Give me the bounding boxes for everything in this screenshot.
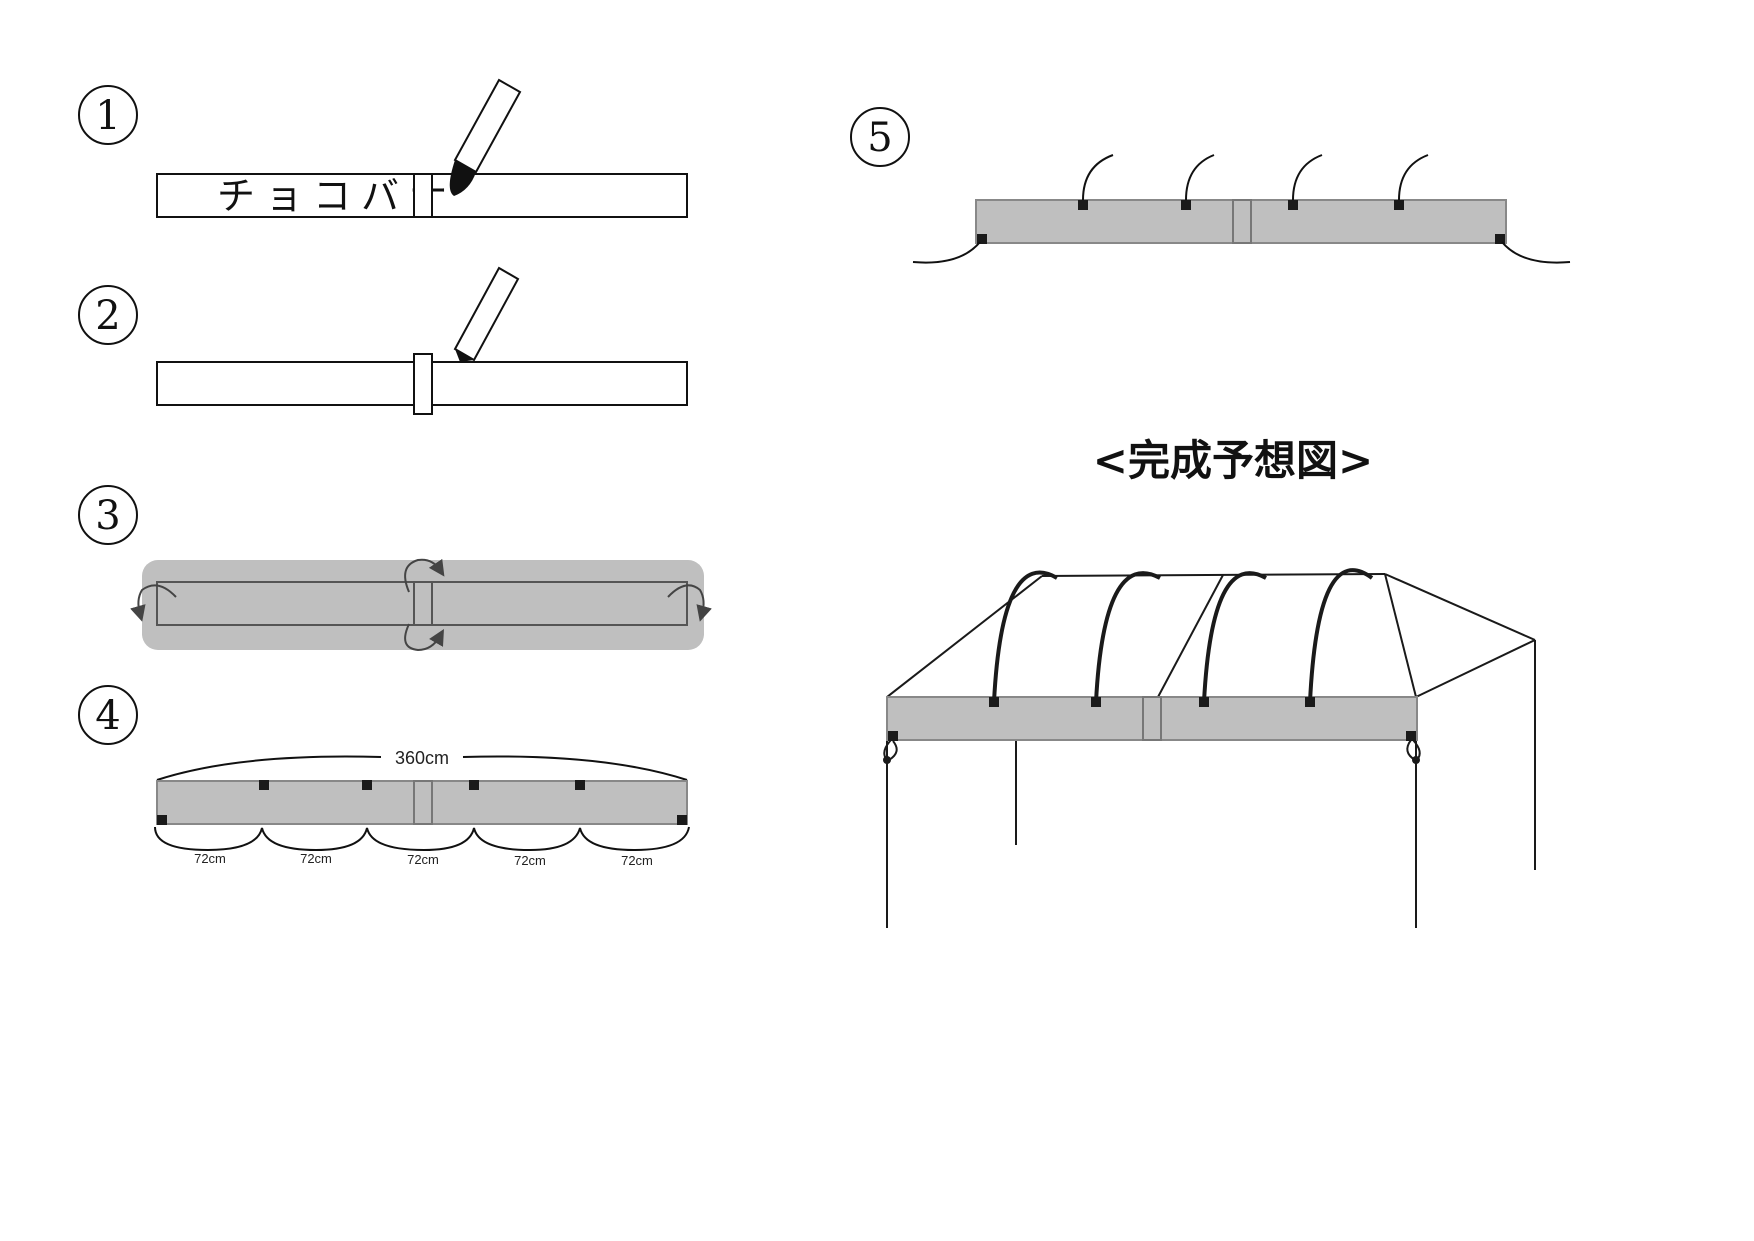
tie-string [1501,241,1571,264]
tape-tab [1199,697,1209,707]
step-5: 5 [850,107,1571,264]
tie-string [1398,154,1429,201]
segment-label: 72cm [194,851,226,866]
tent-frame [886,573,1536,928]
segment-label: 72cm [407,852,439,867]
tape-tab [259,780,269,790]
segment-scallop-line [154,826,690,852]
step-2: 2 [78,266,688,415]
tape-tab [1078,200,1088,210]
step-4-loop-sleeve [413,780,433,825]
fold-arrow-icon [667,584,712,622]
step-1-loop-sleeve [413,173,433,218]
tie-string [1292,154,1323,201]
step-4-number-circle [78,685,138,745]
tape-tab [989,697,999,707]
tape-tab [1495,234,1505,244]
preview-ties [992,568,1374,703]
tape-tab [1406,731,1416,741]
step-4-banner [156,780,688,825]
segment-label: 72cm [621,853,653,868]
preview-loop-sleeve [1142,696,1162,741]
pen-icon [453,266,520,362]
tie-string [1082,154,1114,201]
step-4: 4 360cm 72cm 72cm 72cm 72cm 72cm [78,685,690,868]
corner-knot-dot [883,756,891,764]
total-length-label: 360cm [395,748,449,768]
step-1-number: 1 [95,93,120,139]
tie-string [912,241,981,264]
preview: <完成予想図> [883,436,1536,928]
tape-tab [469,780,479,790]
step-5-loop-sleeve [1232,199,1252,244]
total-length-arc-right [462,755,688,781]
segment-label: 72cm [300,851,332,866]
step-3-loop-sleeve [413,581,433,626]
tape-tab [1181,200,1191,210]
step-3-fold-area [142,560,704,650]
corner-knot-dot [1412,756,1420,764]
step-4-number: 4 [95,693,120,739]
tape-tab [888,731,898,741]
tape-tab [1305,697,1315,707]
step-5-number-circle [850,107,910,167]
segment-label: 72cm [514,853,546,868]
step-3-number: 3 [95,493,120,539]
step-1-number-circle [78,85,138,145]
preview-banner [886,696,1418,741]
tape-tab [362,780,372,790]
step-2-number: 2 [95,293,120,339]
fold-arrow-icon [404,623,444,652]
step-3: 3 [78,485,712,652]
tie-string [1185,154,1215,201]
step-3-number-circle [78,485,138,545]
tape-tab [1091,697,1101,707]
step-5-banner [975,199,1507,244]
tape-tab [1288,200,1298,210]
fold-arrow-icon [404,558,445,593]
tape-tab [157,815,167,825]
pen-icon [449,78,522,196]
preview-title: <完成予想図> [1093,436,1373,485]
tape-tab [1394,200,1404,210]
step-1-banner-text: チョコバナ [217,174,457,218]
tape-tab [575,780,585,790]
step-5-number: 5 [867,115,892,161]
tape-tab [977,234,987,244]
corner-tie-knot [883,739,1421,761]
fold-arrow-icon [130,584,177,622]
total-length-arc-left [156,755,382,781]
tape-tab [677,815,687,825]
step-2-loop-sleeve [413,353,433,415]
step-1: 1 チョコバナ [78,78,688,218]
step-2-number-circle [78,285,138,345]
